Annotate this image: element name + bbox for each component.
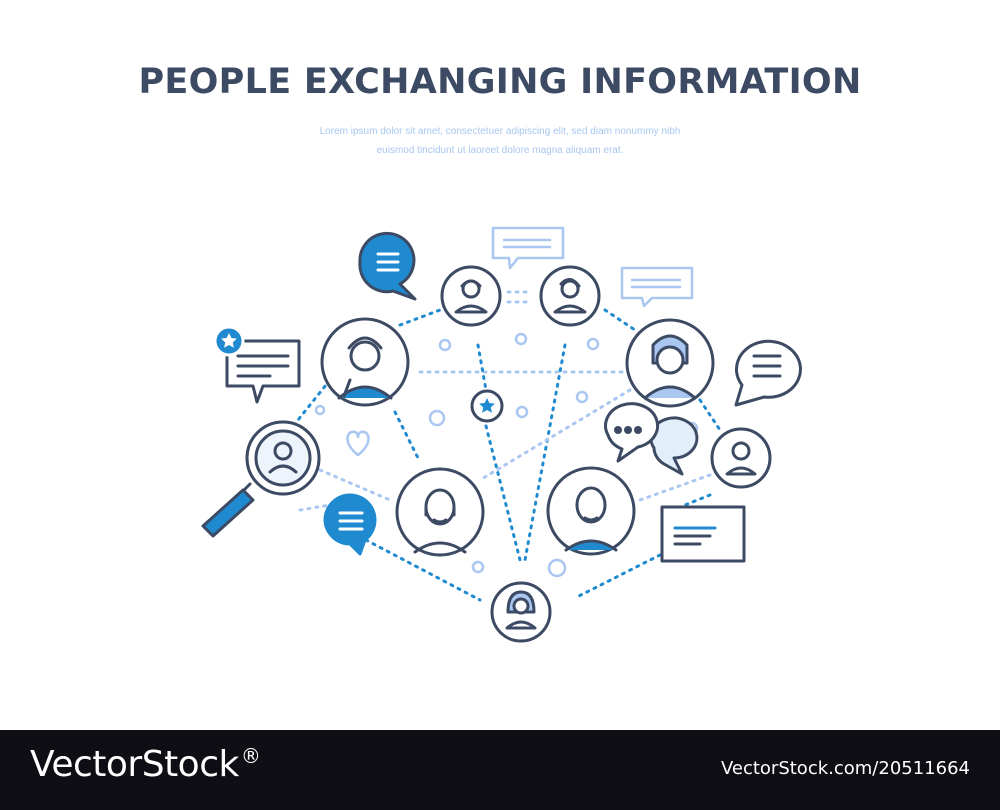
brand-logo: VectorStock® bbox=[30, 744, 261, 785]
person-avatar-icon bbox=[539, 265, 601, 327]
person-avatar-icon bbox=[710, 427, 772, 489]
connection-lines bbox=[296, 290, 722, 602]
person-avatar-icon bbox=[490, 581, 552, 643]
subtitle-line-2: euismod tincidunt ut laoreet dolore magn… bbox=[376, 145, 624, 156]
decorative-dots bbox=[314, 332, 699, 578]
text-card-icon bbox=[660, 505, 746, 563]
footer-bar: VectorStock® VectorStock.com/20511664 bbox=[0, 730, 1000, 810]
chat-bubble-icon bbox=[323, 493, 377, 556]
dialog-bubbles-icon bbox=[604, 402, 699, 476]
magnifier-user-icon bbox=[201, 420, 321, 538]
text-card-icon bbox=[620, 266, 694, 308]
person-avatar-icon bbox=[395, 467, 485, 557]
subtitle-line-1: Lorem ipsum dolor sit amet, consectetuer… bbox=[319, 126, 681, 137]
star-badge-icon bbox=[213, 325, 245, 357]
chat-bubble-icon bbox=[358, 231, 417, 301]
brand-registered-mark: ® bbox=[240, 744, 261, 768]
star-node-icon bbox=[470, 389, 504, 423]
heart-icon bbox=[346, 430, 370, 457]
message-card-icon bbox=[225, 339, 301, 404]
person-avatar-icon bbox=[320, 317, 410, 407]
illustration bbox=[201, 226, 802, 643]
subtitle: Lorem ipsum dolor sit amet, consectetuer… bbox=[230, 122, 770, 160]
text-card-icon bbox=[491, 226, 565, 270]
chat-bubble-icon bbox=[734, 339, 802, 407]
brand-name: VectorStock bbox=[30, 744, 239, 785]
image-id: VectorStock.com/20511664 bbox=[720, 758, 970, 779]
person-avatar-icon bbox=[625, 318, 715, 408]
person-avatar-icon bbox=[440, 265, 502, 327]
person-avatar-icon bbox=[546, 466, 636, 556]
page-title: PEOPLE EXCHANGING INFORMATION bbox=[138, 62, 862, 102]
